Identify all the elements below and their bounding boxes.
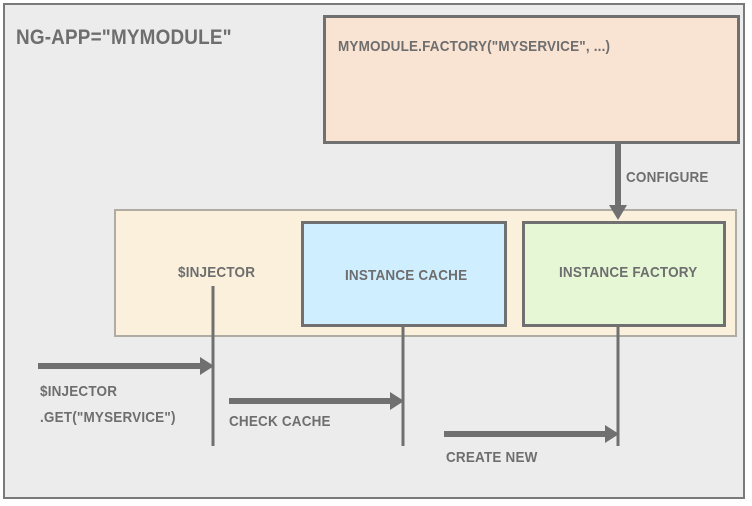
configure-label: CONFIGURE [626,169,709,186]
injector-get-arrow [38,357,214,375]
instance-cache-label: INSTANCE CACHE [345,267,468,284]
instance-factory-box [522,221,726,327]
check-cache-arrow [229,392,404,410]
create-new-arrow [444,425,619,443]
injector-call-label-line1: $INJECTOR [40,383,118,400]
check-cache-label: CHECK CACHE [229,413,331,430]
factory-definition-label: MYMODULE.FACTORY("MYSERVICE", ...) [338,38,611,55]
factory-definition-box [323,15,740,144]
injector-label: $INJECTOR [178,264,256,281]
instance-cache-box [301,221,507,327]
module-title: NG-APP="MYMODULE" [16,26,232,49]
instance-factory-label: INSTANCE FACTORY [559,264,698,281]
create-new-label: CREATE NEW [446,449,538,466]
configure-arrow [609,144,627,220]
injector-call-label-line2: .GET("MYSERVICE") [40,409,176,426]
